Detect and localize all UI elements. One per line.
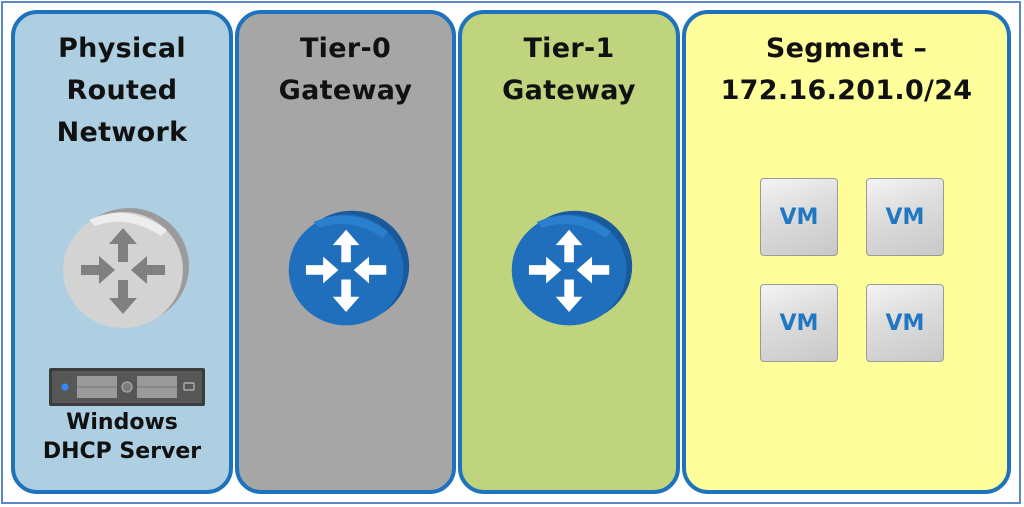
title-line: Gateway <box>502 75 636 106</box>
vm-icon: VM <box>760 284 838 362</box>
panel-title: Tier-1 Gateway <box>462 28 676 112</box>
panel-physical-routed-network: Physical Routed Network Windows DHCP Ser… <box>11 10 233 494</box>
vm-icon: VM <box>866 178 944 256</box>
title-line: Tier-0 <box>299 33 392 64</box>
panel-title: Tier-0 Gateway <box>239 28 452 112</box>
title-line: Network <box>56 117 188 148</box>
panel-tier1-gateway: Tier-1 Gateway <box>458 10 680 494</box>
vm-icon: VM <box>760 178 838 256</box>
panel-tier0-gateway: Tier-0 Gateway <box>235 10 456 494</box>
server-label-line: Windows <box>66 410 178 435</box>
server-rack-icon <box>49 368 205 406</box>
panel-title: Segment – 172.16.201.0/24 <box>686 28 1007 112</box>
title-line: Tier-1 <box>523 33 615 64</box>
router-gray-icon <box>63 208 189 328</box>
panel-segment: Segment – 172.16.201.0/24 VM VM VM VM <box>682 10 1011 494</box>
router-blue-icon <box>288 210 410 326</box>
router-blue-icon <box>511 210 633 326</box>
title-line: Routed <box>66 75 178 106</box>
panel-title: Physical Routed Network <box>15 28 229 154</box>
vm-icon: VM <box>866 284 944 362</box>
title-line: 172.16.201.0/24 <box>720 75 973 106</box>
title-line: Physical <box>58 33 186 64</box>
title-line: Gateway <box>278 75 413 106</box>
server-label-line: DHCP Server <box>42 439 202 464</box>
server-label: Windows DHCP Server <box>15 408 229 466</box>
title-line: Segment – <box>765 33 928 64</box>
